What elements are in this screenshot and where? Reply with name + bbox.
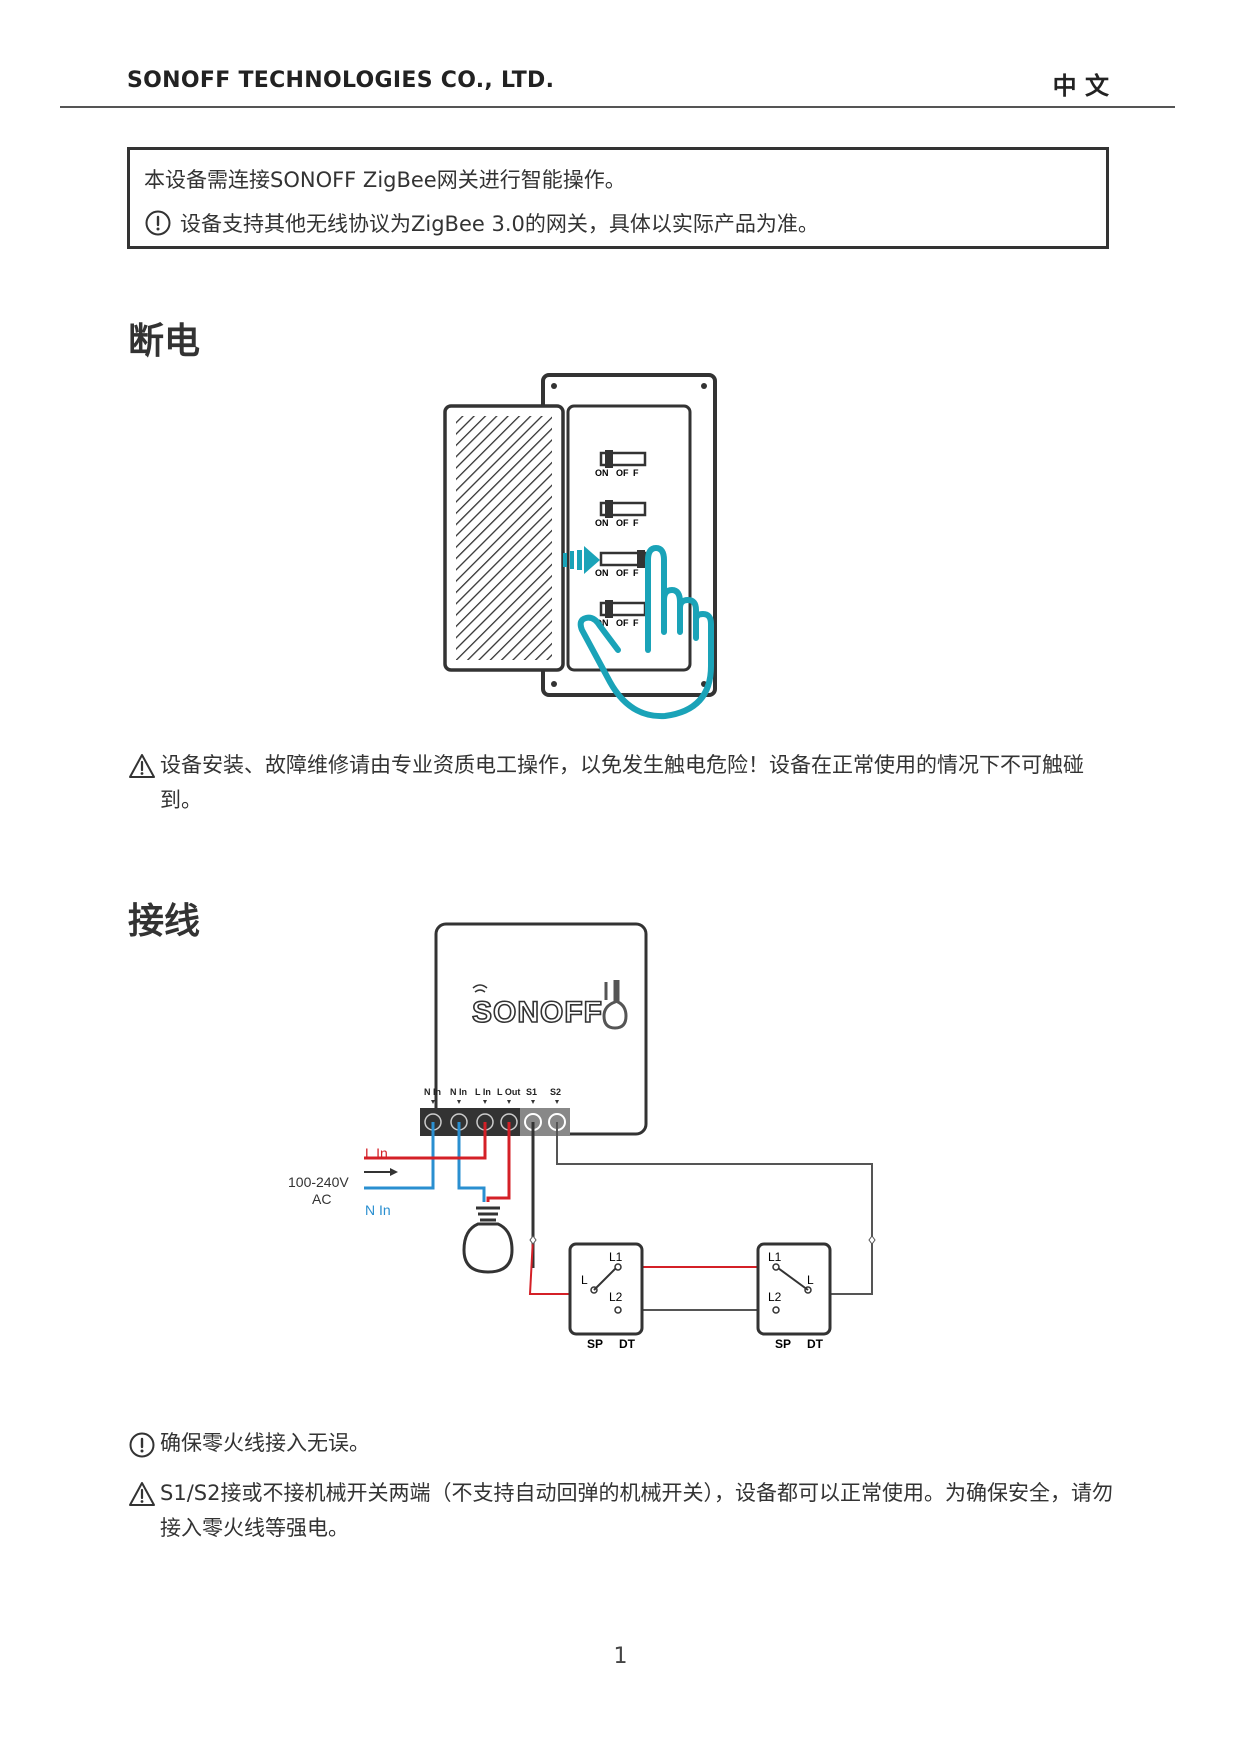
breaker-switch-2: ON OF F (595, 500, 647, 528)
voltage-label: 100-240V (288, 1174, 349, 1190)
svg-text:SP: SP (775, 1337, 791, 1351)
notice-line-1: 本设备需连接SONOFF ZigBee网关进行智能操作。 (144, 168, 626, 192)
terminal-label-s2: S2 (550, 1087, 561, 1097)
page-number: 1 (613, 1644, 628, 1669)
svg-text:SP: SP (587, 1337, 603, 1351)
section-title-power-off: 断电 (128, 321, 201, 362)
svg-text:DT: DT (807, 1337, 824, 1351)
notice-box: 本设备需连接SONOFF ZigBee网关进行智能操作。 设备支持其他无线协议为… (127, 147, 1109, 249)
breaker-switch-1: ON OF F (595, 450, 647, 478)
notice-line-2-text: 设备支持其他无线协议为ZigBee 3.0的网关，具体以实际产品为准。 (180, 212, 819, 236)
svg-text:F: F (633, 568, 639, 578)
light-bulb-icon (462, 1206, 514, 1274)
svg-text:L2: L2 (609, 1290, 623, 1304)
sonoff-logo: SONOFF (471, 984, 603, 1030)
power-off-diagram: ON OF F ON OF F ON OF F ON OF F (443, 373, 717, 720)
terminal-label-l-in: L In (475, 1087, 491, 1097)
svg-text:OF: OF (616, 568, 629, 578)
warning-triangle-icon (129, 1482, 155, 1506)
svg-text:L: L (807, 1273, 814, 1287)
wire-label-l-in: L In (365, 1145, 388, 1161)
wiring-note-text: 确保零火线接入无误。 (160, 1431, 370, 1455)
terminal-label-l-out: L Out (497, 1087, 520, 1097)
info-circle-icon (129, 1432, 155, 1458)
language-label: 中 文 (1052, 72, 1109, 100)
wiring-note: 确保零火线接入无误。 (128, 1426, 1118, 1461)
motion-arrow-icon (563, 546, 600, 574)
svg-text:ON: ON (595, 568, 609, 578)
svg-text:L1: L1 (609, 1250, 623, 1264)
power-off-warning: 设备安装、故障维修请由专业资质电工操作，以免发生触电危险！设备在正常使用的情况下… (128, 748, 1118, 818)
svg-text:ON: ON (595, 618, 609, 628)
switch-1: L1 L2 L SP DT (568, 1242, 644, 1351)
svg-text:L: L (581, 1273, 588, 1287)
svg-text:F: F (633, 468, 639, 478)
svg-text:SONOFF: SONOFF (472, 996, 603, 1029)
company-name: SONOFF TECHNOLOGIES CO., LTD. (127, 68, 555, 93)
svg-text:ON: ON (595, 518, 609, 528)
terminal-label-n-in-2: N In (450, 1087, 467, 1097)
wiring-warning-text: S1/S2接或不接机械开关两端（不支持自动回弹的机械开关），设备都可以正常使用。… (160, 1481, 1113, 1540)
terminal-label-s1: S1 (526, 1087, 537, 1097)
power-off-warning-text: 设备安装、故障维修请由专业资质电工操作，以免发生触电危险！设备在正常使用的情况下… (160, 753, 1084, 812)
breaker-switch-3: ON OF F (595, 550, 647, 578)
info-circle-icon (145, 210, 171, 236)
switch-2: L1 L2 L SP DT (756, 1242, 832, 1351)
svg-text:F: F (633, 518, 639, 528)
page-header: SONOFF TECHNOLOGIES CO., LTD. 中 文 (60, 62, 1175, 108)
warning-triangle-icon (129, 754, 155, 778)
svg-text:OF: OF (616, 618, 629, 628)
hand-icon (577, 545, 714, 720)
breaker-switch-4: ON OF F (595, 600, 647, 628)
svg-text:L2: L2 (768, 1290, 782, 1304)
svg-text:F: F (633, 618, 639, 628)
wire-label-n-in: N In (365, 1202, 391, 1218)
pairing-button-icon (602, 980, 628, 1030)
notice-line-2: 设备支持其他无线协议为ZigBee 3.0的网关，具体以实际产品为准。 (144, 208, 819, 238)
svg-text:L1: L1 (768, 1250, 782, 1264)
terminal-label-n-in-1: N In (424, 1087, 441, 1097)
ac-input-arrow-icon (364, 1168, 398, 1176)
svg-text:DT: DT (619, 1337, 636, 1351)
svg-text:ON: ON (595, 468, 609, 478)
section-title-wiring: 接线 (128, 901, 201, 942)
svg-text:OF: OF (616, 518, 629, 528)
svg-text:OF: OF (616, 468, 629, 478)
wiring-warning: S1/S2接或不接机械开关两端（不支持自动回弹的机械开关），设备都可以正常使用。… (128, 1476, 1118, 1546)
ac-label: AC (312, 1191, 331, 1207)
wiring-diagram: SONOFF N In N In L In L Out S1 S2 (288, 922, 876, 1351)
